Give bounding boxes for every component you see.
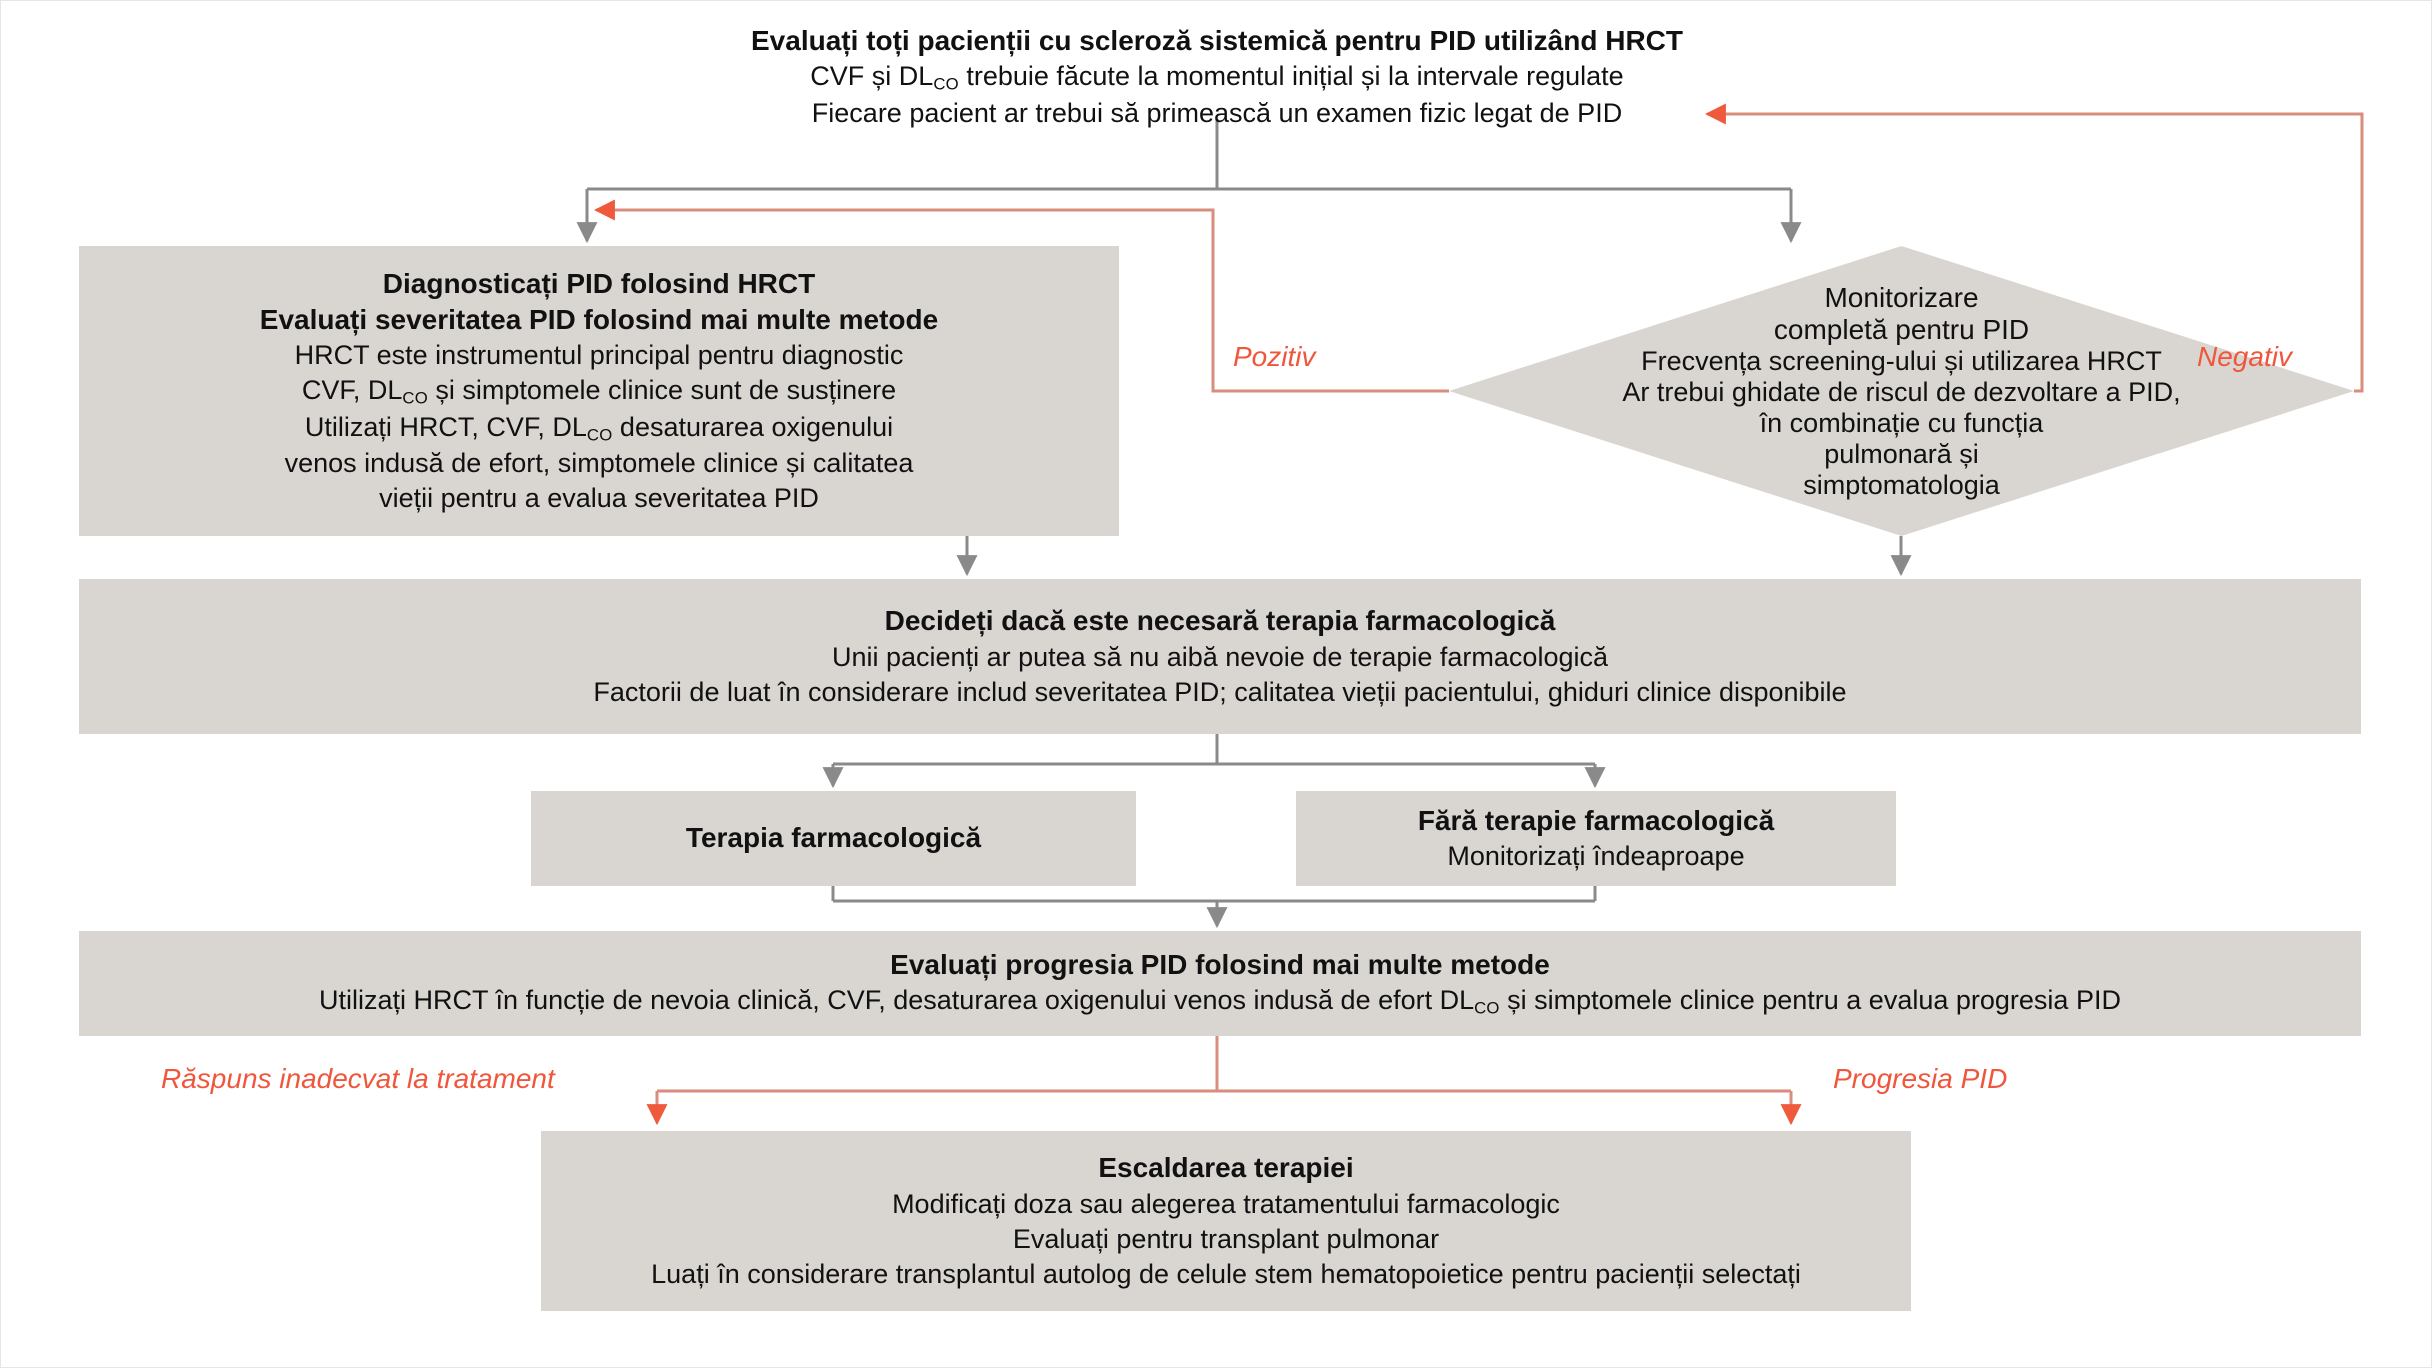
- assess-all-line-1: CVF și DLCO trebuie făcute la momentul i…: [810, 61, 1624, 95]
- progress-line-1: Utilizați HRCT în funcție de nevoia clin…: [319, 985, 2121, 1019]
- node-pharmacological-therapy: Terapia farmacologică: [531, 791, 1136, 886]
- node-assess-all-patients: Evaluați toți pacienții cu scleroză sist…: [467, 23, 1967, 128]
- no-therapy-heading: Fără terapie farmacologică: [1417, 804, 1775, 836]
- decide-heading: Decideți dacă este necesară terapia farm…: [884, 605, 1556, 637]
- escalate-heading: Escaldarea terapiei: [1098, 1152, 1354, 1184]
- node-decide-pharmacotherapy: Decideți dacă este necesară terapia farm…: [79, 579, 2361, 734]
- edge-label-negativ: Negativ: [2197, 341, 2292, 372]
- node-escalate-therapy: Escaldarea terapiei Modificați doza sau …: [541, 1131, 1911, 1311]
- monitor-line-5: simptomatologia: [1803, 469, 2000, 500]
- monitor-line-2: Ar trebui ghidate de riscul de dezvoltar…: [1622, 376, 2181, 407]
- diagnose-heading-1: Diagnosticați PID folosind HRCT: [382, 267, 816, 299]
- monitor-line-3: în combinație cu funcția: [1759, 407, 2044, 438]
- node-no-pharmacological-therapy: Fără terapie farmacologică Monitorizați …: [1296, 791, 1896, 886]
- diagnose-heading-2: Evaluați severitatea PID folosind mai mu…: [259, 303, 939, 335]
- diagnose-line-2: CVF, DLCO și simptomele clinice sunt de …: [301, 375, 897, 409]
- diagnose-line-3: Utilizați HRCT, CVF, DLCO desaturarea ox…: [304, 411, 894, 445]
- diagnose-line-4: venos indusă de efort, simptomele clinic…: [284, 448, 914, 479]
- progress-heading: Evaluați progresia PID folosind mai mult…: [890, 949, 1550, 981]
- node-monitor-ild: Monitorizare completă pentru PID Frecven…: [1449, 246, 2354, 536]
- edge-label-progresia-pid: Progresia PID: [1833, 1063, 2008, 1094]
- assess-all-line-2: Fiecare pacient ar trebui să primească u…: [811, 97, 1623, 128]
- monitor-line-1: Frecvența screening-ului și utilizarea H…: [1641, 345, 2162, 376]
- monitor-text-block: Monitorizare completă pentru PID Frecven…: [1449, 246, 2354, 536]
- no-therapy-line-1: Monitorizați îndeaproape: [1447, 841, 1745, 872]
- assess-all-heading: Evaluați toți pacienții cu scleroză sist…: [751, 25, 1683, 56]
- node-diagnose-ild: Diagnosticați PID folosind HRCT Evaluați…: [79, 246, 1119, 536]
- monitor-heading-2: completă pentru PID: [1773, 313, 2030, 345]
- decide-line-1: Unii pacienți ar putea să nu aibă nevoie…: [832, 641, 1608, 672]
- node-assess-ild-progression: Evaluați progresia PID folosind mai mult…: [79, 931, 2361, 1036]
- diagnose-line-5: vieții pentru a evalua severitatea PID: [379, 483, 819, 514]
- edge-label-pozitiv: Pozitiv: [1233, 341, 1316, 372]
- escalate-line-1: Modificați doza sau alegerea tratamentul…: [892, 1188, 1560, 1219]
- therapy-heading: Terapia farmacologică: [685, 822, 982, 854]
- decide-line-2: Factorii de luat în considerare includ s…: [593, 676, 1847, 707]
- escalate-line-3: Luați în considerare transplantul autolo…: [651, 1258, 1801, 1289]
- monitor-heading-1: Monitorizare: [1824, 281, 1979, 313]
- diagnose-line-1: HRCT este instrumentul principal pentru …: [294, 340, 904, 371]
- edge-label-raspuns-inadecvat: Răspuns inadecvat la tratament: [161, 1063, 555, 1094]
- diamond-shape: [1449, 246, 2354, 536]
- escalate-line-2: Evaluați pentru transplant pulmonar: [1012, 1223, 1440, 1254]
- monitor-line-4: pulmonară și: [1824, 438, 1979, 469]
